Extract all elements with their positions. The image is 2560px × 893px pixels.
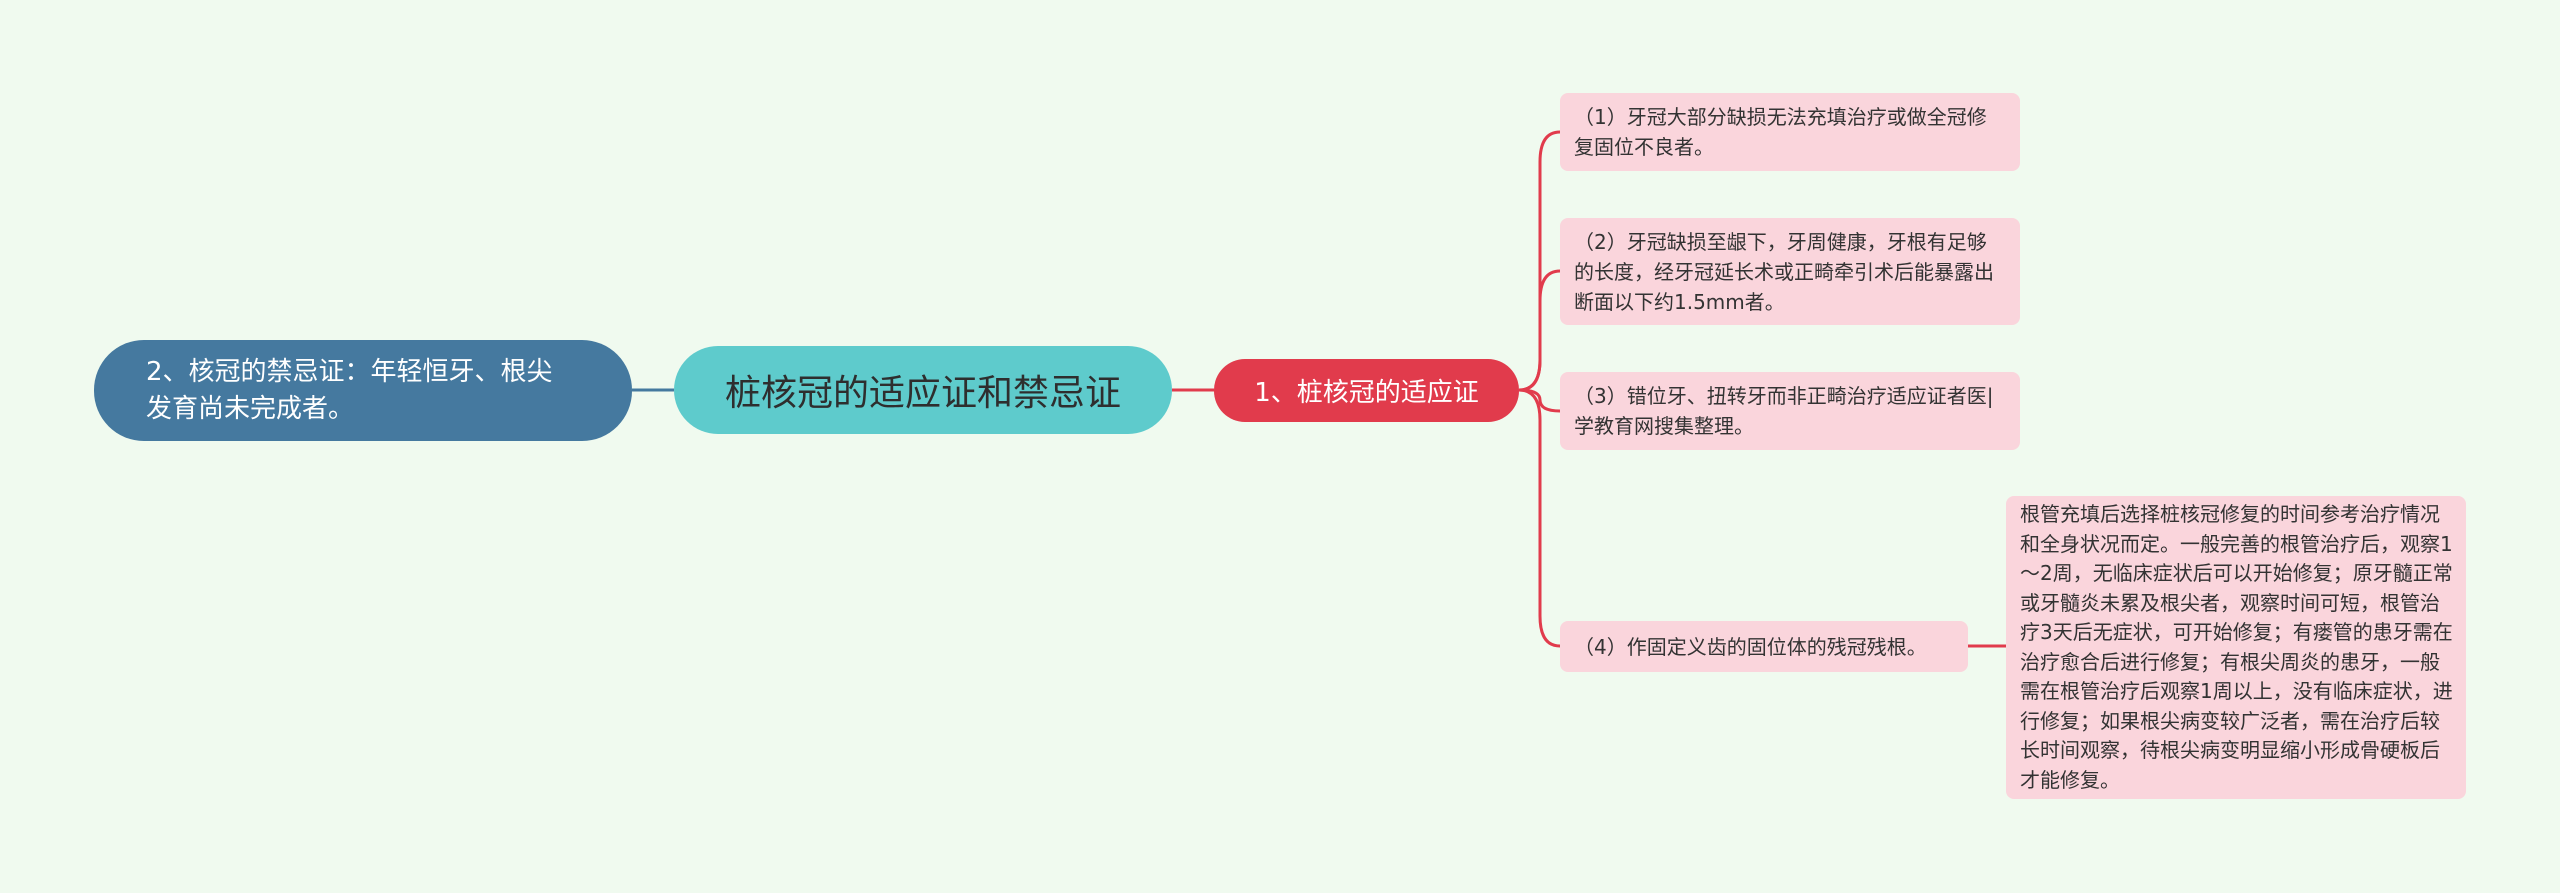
left-branch-topic[interactable]: 2、核冠的禁忌证：年轻恒牙、根尖发育尚未完成者。	[94, 340, 632, 441]
root-topic[interactable]: 桩核冠的适应证和禁忌证	[674, 346, 1172, 434]
right-branch-label: 1、桩核冠的适应证	[1254, 378, 1479, 408]
leaf-topic-3-label: （3）错位牙、扭转牙而非正畸治疗适应证者医|学教育网搜集整理。	[1574, 384, 1994, 438]
leaf-topic-2-label: （2）牙冠缺损至龈下，牙周健康，牙根有足够的长度，经牙冠延长术或正畸牵引术后能暴…	[1574, 229, 1994, 314]
branch-to-leaf-connector-2	[1518, 269, 1561, 392]
right-branch-topic[interactable]: 1、桩核冠的适应证	[1214, 359, 1519, 422]
root-topic-label: 桩核冠的适应证和禁忌证	[724, 373, 1121, 414]
branch-to-leaf-connector-4	[1518, 388, 1561, 648]
leaf-topic-2[interactable]: （2）牙冠缺损至龈下，牙周健康，牙根有足够的长度，经牙冠延长术或正畸牵引术后能暴…	[1560, 218, 2020, 325]
leaf-topic-3[interactable]: （3）错位牙、扭转牙而非正畸治疗适应证者医|学教育网搜集整理。	[1560, 372, 2020, 450]
note-topic[interactable]: 根管充填后选择桩核冠修复的时间参考治疗情况和全身状况而定。一般完善的根管治疗后，…	[2006, 496, 2466, 799]
note-topic-label: 根管充填后选择桩核冠修复的时间参考治疗情况和全身状况而定。一般完善的根管治疗后，…	[2020, 502, 2453, 792]
left-branch-label: 2、核冠的禁忌证：年轻恒牙、根尖发育尚未完成者。	[146, 356, 553, 424]
leaf-topic-1[interactable]: （1）牙冠大部分缺损无法充填治疗或做全冠修复固位不良者。	[1560, 93, 2020, 171]
leaf-topic-1-label: （1）牙冠大部分缺损无法充填治疗或做全冠修复固位不良者。	[1574, 105, 1987, 159]
leaf-topic-4[interactable]: （4）作固定义齿的固位体的残冠残根。	[1560, 621, 1968, 672]
leaf-topic-4-label: （4）作固定义齿的固位体的残冠残根。	[1574, 634, 1927, 659]
